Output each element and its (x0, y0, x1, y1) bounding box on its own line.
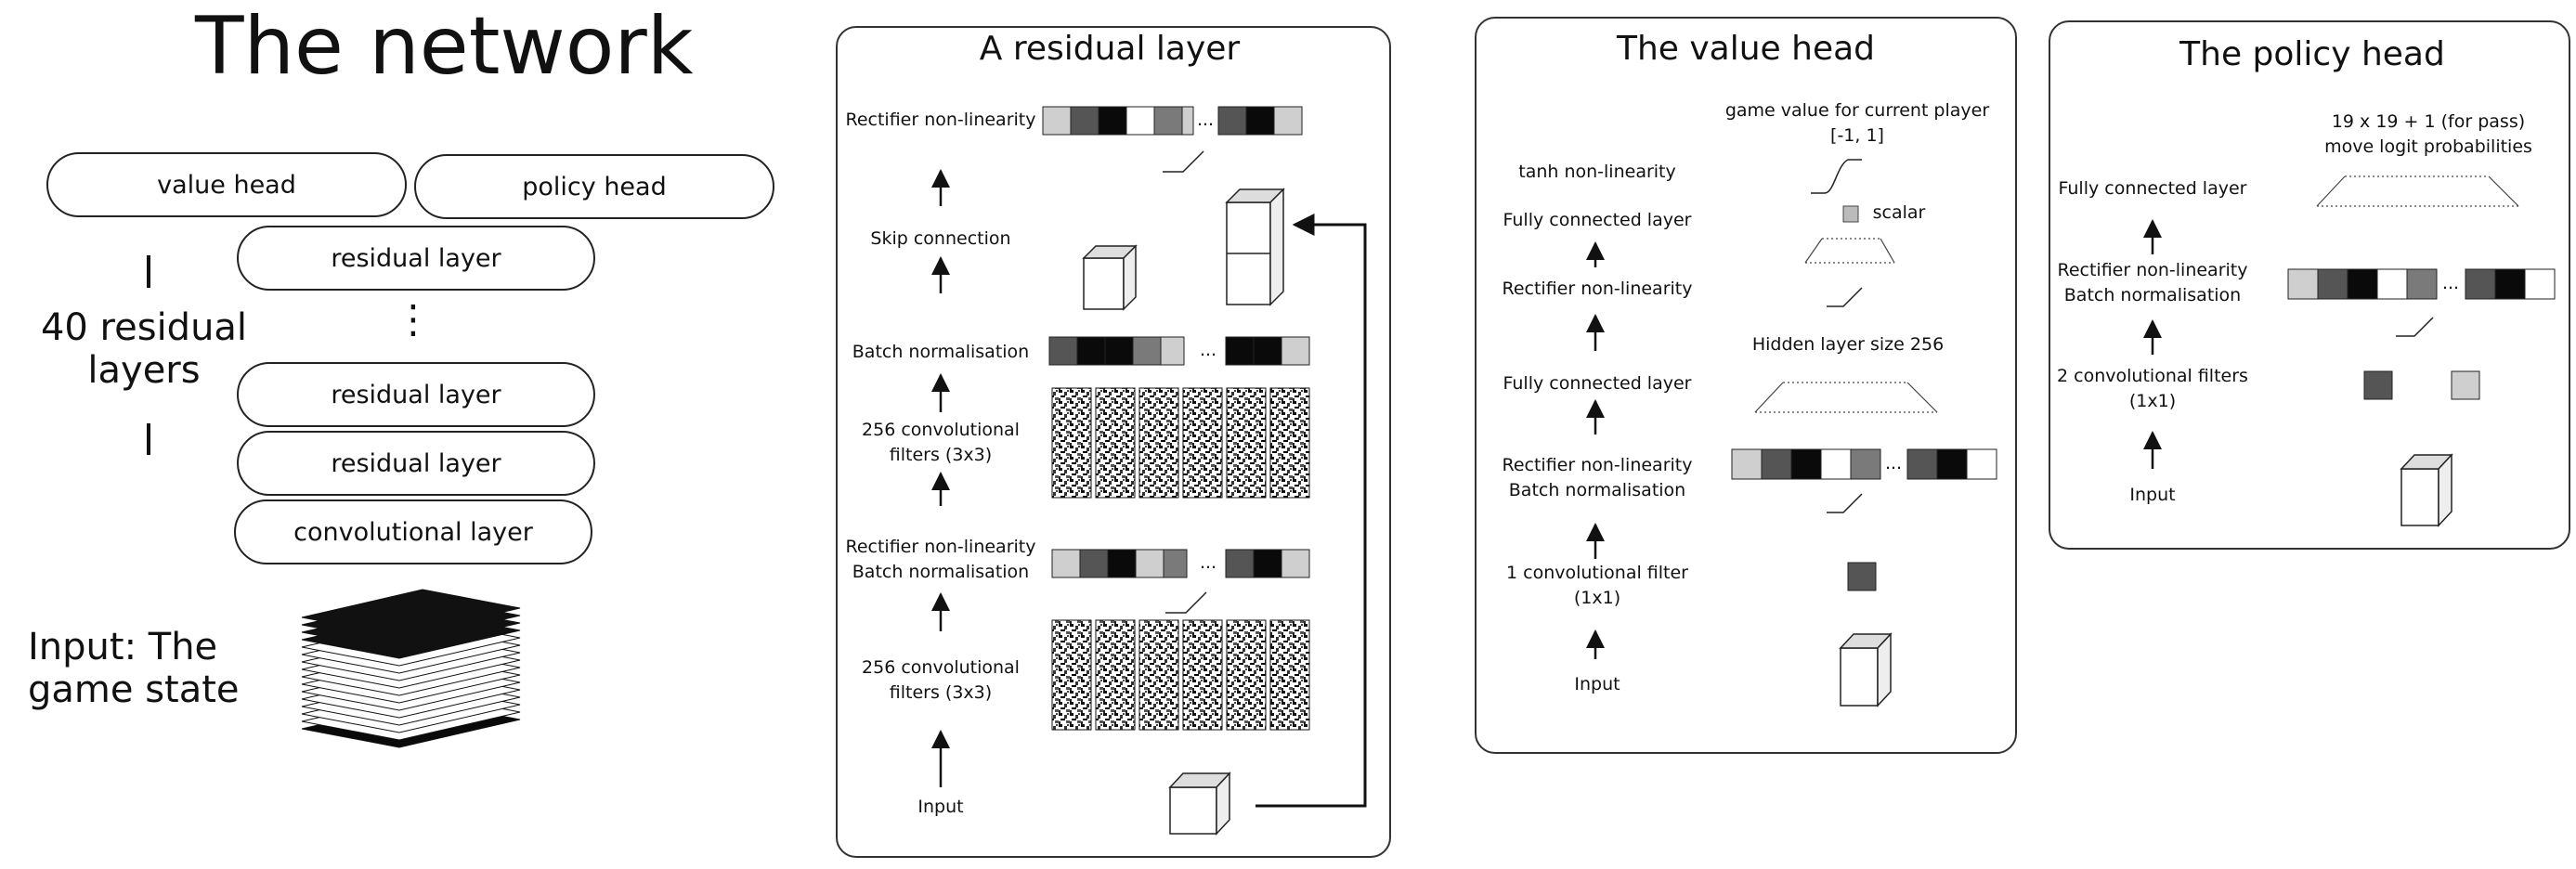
residual-cube-input (1168, 772, 1231, 836)
residual-vector-bottom (1051, 549, 1310, 578)
value-relu-curve-top (1827, 287, 1863, 307)
residual-vector-top (1042, 106, 1303, 136)
residual-vector-mid (1048, 336, 1310, 366)
value-ellipsis: ... (1884, 453, 1903, 473)
value-label-hidden: Hidden layer size 256 (1751, 334, 1945, 355)
residual-ellipsis: ⋮ (394, 296, 433, 342)
residual-relu-curve-top (1163, 150, 1204, 173)
value-relu-curve-bottom (1827, 493, 1863, 513)
residual-cube-output (1225, 188, 1285, 306)
value-label-tanh: tanh non-linearity (1518, 162, 1676, 182)
residual-count-label: 40 residual layers (40, 306, 248, 392)
residual-label-batchnorm: Batch normalisation (852, 342, 1030, 362)
policy-label-input: Input (2129, 485, 2176, 505)
conv-filters-top (1051, 387, 1310, 499)
value-conv-filter (1847, 562, 1877, 591)
policy-input-cube (2400, 453, 2453, 527)
skip-connection-arrow (1255, 214, 1367, 808)
value-tanh-curve (1811, 159, 1862, 194)
value-label-scalar: scalar (1872, 202, 1926, 223)
value-fc-small (1804, 238, 1895, 264)
policy-head-pill: policy head (414, 154, 774, 219)
policy-vector (2287, 268, 2556, 300)
policy-fc-layer (2316, 175, 2519, 207)
residual-ellipsis-mid: ... (1199, 340, 1217, 360)
residual-label-rect-bn: Rectifier non-linearity Batch normalisat… (845, 537, 1036, 582)
policy-panel-title: The policy head (2179, 35, 2445, 73)
value-scalar-box (1842, 205, 1859, 223)
residual-panel-title: A residual layer (979, 30, 1241, 68)
residual-relu-curve-bottom (1165, 591, 1207, 614)
policy-ellipsis: ... (2441, 273, 2460, 293)
input-plane-stack (301, 589, 521, 748)
residual-layer-pill-bottom: residual layer (237, 431, 595, 496)
value-label-game-value: game value for current player [-1, 1] (1724, 100, 1990, 146)
value-label-rect-bn: Rectifier non-linearity Batch normalisat… (1502, 455, 1693, 500)
policy-conv-filter-light (2451, 370, 2480, 400)
residual-layer-pill-mid: residual layer (237, 362, 595, 427)
policy-label-conv: 2 convolutional filters (1x1) (2057, 366, 2248, 411)
policy-conv-filter-dark (2363, 370, 2393, 400)
residual-label-conv1: 256 convolutional filters (3x3) (862, 420, 1020, 465)
residual-label-rectifier: Rectifier non-linearity (845, 110, 1036, 130)
residual-cube-mid (1082, 244, 1138, 311)
value-input-cube (1839, 632, 1893, 707)
value-head-panel (1475, 17, 2017, 754)
convolutional-layer-pill: convolutional layer (234, 499, 592, 564)
conv-filters-bottom (1051, 619, 1310, 731)
residual-label-skip: Skip connection (870, 228, 1011, 249)
network-title: The network (195, 0, 694, 93)
residual-ellipsis-top: ... (1196, 110, 1215, 130)
value-label-rect: Rectifier non-linearity (1502, 279, 1693, 299)
residual-layer-pill-top: residual layer (237, 226, 595, 291)
input-label: Input: The game state (28, 626, 240, 711)
value-panel-title: The value head (1616, 30, 1876, 68)
policy-relu-curve (2396, 317, 2434, 337)
policy-label-rect-bn: Rectifier non-linearity Batch normalisat… (2057, 260, 2248, 305)
value-head-pill: value head (46, 152, 407, 217)
residual-ellipsis-bottom: ... (1199, 552, 1217, 573)
value-label-input: Input (1574, 674, 1620, 694)
value-vector (1731, 448, 1997, 480)
residual-label-conv2: 256 convolutional filters (3x3) (862, 657, 1020, 703)
value-hidden-layer (1754, 382, 1938, 413)
value-label-conv: 1 convolutional filter (1x1) (1506, 563, 1688, 608)
value-label-fc2: Fully connected layer (1503, 373, 1692, 394)
residual-label-input: Input (917, 797, 964, 817)
policy-label-fc: Fully connected layer (2058, 178, 2247, 199)
value-label-fc1: Fully connected layer (1503, 210, 1692, 230)
policy-label-output: 19 x 19 + 1 (for pass) move logit probab… (2324, 111, 2532, 157)
